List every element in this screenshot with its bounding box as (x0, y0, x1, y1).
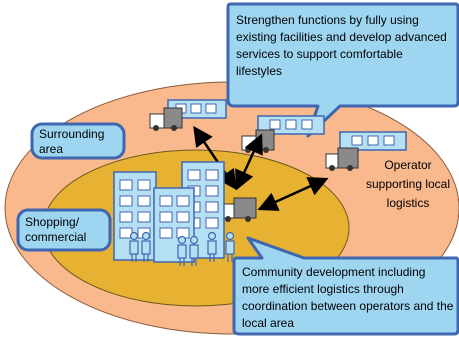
surrounding-area-label: Surrounding area (39, 127, 105, 156)
bottom-callout-bubble (232, 236, 459, 336)
person-icon (129, 231, 139, 262)
person-icon (225, 231, 235, 262)
shopping-label-box (16, 208, 112, 252)
building-icon (181, 161, 225, 259)
truck-icon (325, 131, 407, 171)
double-arrow-icon (257, 177, 329, 211)
surrounding-label-box (30, 122, 126, 160)
double-arrow-icon (193, 125, 237, 191)
person-icon (141, 231, 151, 262)
bottom-callout-text: Community development including more eff… (242, 265, 454, 330)
double-arrow-icon (235, 133, 263, 191)
truck-icon (221, 197, 257, 222)
truck-icon (149, 99, 227, 131)
person-icon (177, 235, 187, 266)
person-icon (207, 231, 217, 262)
person-icon (189, 235, 199, 266)
operator-label: Operator supporting local logistics (365, 158, 451, 210)
shopping-commercial-label: Shopping/ commercial (25, 215, 87, 244)
building-icon (153, 187, 195, 263)
top-callout-text: Strengthen functions by fully using exis… (236, 13, 447, 78)
